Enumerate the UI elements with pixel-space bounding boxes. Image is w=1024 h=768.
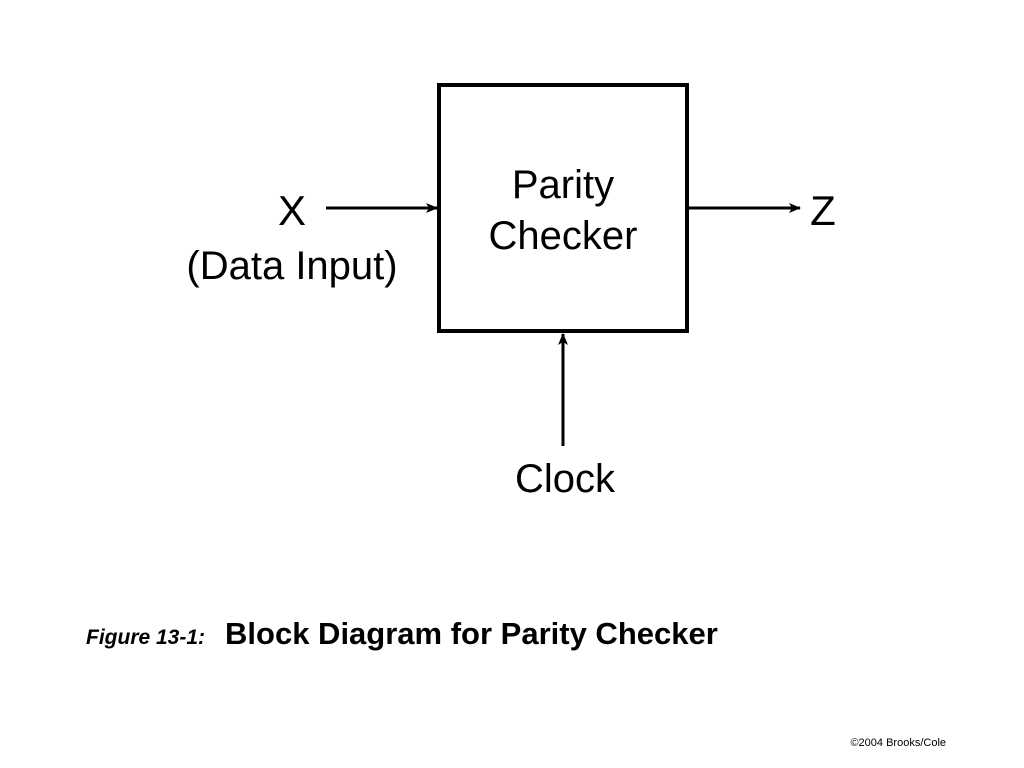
figure-title: Block Diagram for Parity Checker <box>225 616 718 651</box>
clock-label: Clock <box>515 457 616 501</box>
parity-checker-block <box>437 83 689 333</box>
copyright-notice: ©2004 Brooks/Cole <box>850 737 946 749</box>
figure-caption: Figure 13-1: Block Diagram for Parity Che… <box>86 616 718 652</box>
figure-number: Figure 13-1: <box>86 626 206 649</box>
output-label: Z <box>810 187 836 234</box>
parity-checker-block-diagram: Parity Checker X (Data Input) Z Clock <box>186 83 836 501</box>
block-label-line1: Parity <box>512 163 614 207</box>
block-label-line2: Checker <box>489 214 638 258</box>
input-label: X <box>278 187 306 234</box>
input-sublabel: (Data Input) <box>186 244 397 288</box>
